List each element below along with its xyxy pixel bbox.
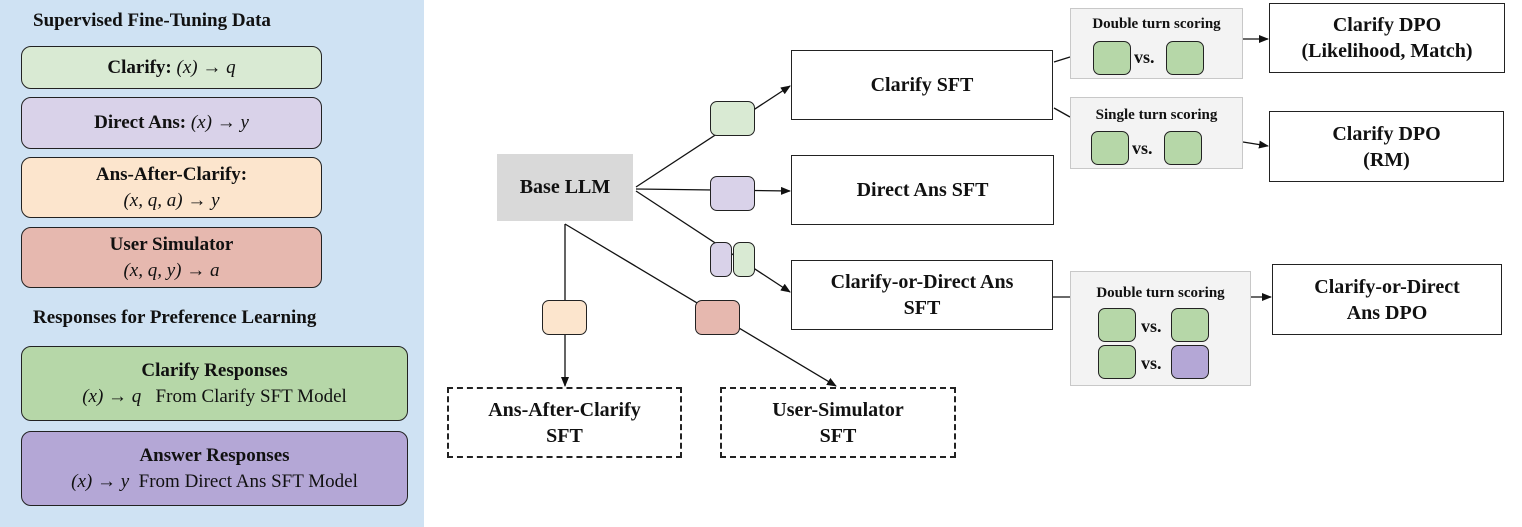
user-simulator-data-chip (695, 300, 740, 335)
clarify-response-chip (1164, 131, 1202, 165)
clarify-or-direct-sft-node: Clarify-or-Direct Ans SFT (791, 260, 1053, 330)
clarify-dpo-likelihood-label-2: (Likelihood, Match) (1301, 40, 1473, 62)
clarify-or-direct-sft-label-1: Clarify-or-Direct Ans (830, 271, 1014, 293)
direct-ans-data-label: Direct Ans: (94, 112, 187, 134)
clarify-dpo-likelihood-label-1: Clarify DPO (1332, 14, 1442, 36)
vs-label: vs. (1134, 47, 1155, 67)
answer-responses-pill: Answer Responses (x) → y From Direct Ans… (21, 431, 408, 506)
clarify-data-chip-small (733, 242, 755, 277)
clarify-dpo-likelihood-node: Clarify DPO (Likelihood, Match) (1269, 3, 1505, 73)
base-llm-node: Base LLM (497, 154, 633, 221)
preference-responses-heading: Responses for Preference Learning (33, 307, 317, 328)
ans-after-clarify-sft-label-1: Ans-After-Clarify (488, 398, 641, 421)
legend-panel: Supervised Fine-Tuning Data Clarify: (x)… (0, 0, 424, 527)
clarify-responses-source: From Clarify SFT Model (155, 385, 347, 407)
answer-responses-formula: (x) → y (71, 470, 130, 492)
clarify-response-chip (1166, 41, 1204, 75)
vs-label: vs. (1132, 138, 1153, 158)
clarify-or-direct-dpo-label-2: Ans DPO (1346, 301, 1428, 324)
vs-label: vs. (1141, 316, 1162, 336)
double-turn-scoring-bottom: Double turn scoring vs. vs. (1070, 271, 1251, 386)
single-turn-scoring: Single turn scoring vs. (1070, 97, 1243, 169)
direct-ans-data-chip-small (710, 242, 732, 277)
user-simulator-data-formula: (x, q, y) → a (123, 259, 220, 281)
ans-after-clarify-data-formula: (x, q, a) → y (123, 189, 220, 211)
direct-ans-sft-node: Direct Ans SFT (791, 155, 1054, 225)
clarify-responses-pill: Clarify Responses (x) → q From Clarify S… (21, 346, 408, 421)
double-turn-scoring-top: Double turn scoring vs. (1070, 8, 1243, 79)
double-turn-scoring-bottom-title: Double turn scoring (1096, 285, 1225, 301)
single-turn-scoring-title: Single turn scoring (1095, 107, 1218, 123)
clarify-or-direct-dpo-label-1: Clarify-or-Direct (1314, 275, 1460, 298)
user-simulator-sft-node: User-Simulator SFT (720, 387, 956, 458)
double-turn-scoring-top-title: Double turn scoring (1092, 16, 1221, 32)
direct-ans-sft-label: Direct Ans SFT (856, 179, 989, 201)
ans-after-clarify-data-chip (542, 300, 587, 335)
edge-clarify-sft-to-double-scoring (1053, 56, 1071, 63)
clarify-or-direct-sft-label-2: SFT (903, 297, 941, 319)
user-simulator-data-label: User Simulator (109, 233, 234, 255)
clarify-response-chip (1171, 308, 1209, 342)
edge-base-to-clarify-sft (635, 85, 791, 188)
answer-responses-source: From Direct Ans SFT Model (138, 470, 358, 492)
edge-base-to-cod-sft (635, 190, 791, 293)
clarify-dpo-rm-node: Clarify DPO (RM) (1269, 111, 1504, 182)
clarify-response-chip (1091, 131, 1129, 165)
user-simulator-sft-label-1: User-Simulator (772, 398, 904, 421)
clarify-data-pill: Clarify: (x) → q (21, 46, 322, 89)
clarify-data-label: Clarify: (107, 56, 172, 78)
clarify-response-chip (1098, 345, 1136, 379)
clarify-responses-label: Clarify Responses (141, 359, 288, 381)
clarify-sft-label: Clarify SFT (870, 74, 974, 96)
direct-ans-data-pill: Direct Ans: (x) → y (21, 97, 322, 149)
ans-after-clarify-data-label: Ans-After-Clarify: (95, 163, 248, 185)
clarify-data-chip (710, 101, 755, 136)
user-simulator-data-pill: User Simulator (x, q, y) → a (21, 227, 322, 288)
clarify-response-chip (1093, 41, 1131, 75)
clarify-response-chip (1098, 308, 1136, 342)
direct-ans-data-formula: (x) → y (190, 112, 249, 134)
clarify-data-formula: (x) → q (176, 56, 236, 78)
clarify-responses-formula: (x) → q (82, 385, 142, 407)
vs-label: vs. (1141, 353, 1162, 373)
ans-after-clarify-sft-node: Ans-After-Clarify SFT (447, 387, 682, 458)
user-simulator-sft-label-2: SFT (819, 424, 857, 447)
clarify-sft-node: Clarify SFT (791, 50, 1053, 120)
edge-clarify-sft-to-single-scoring (1053, 107, 1071, 118)
answer-responses-label: Answer Responses (139, 444, 290, 466)
clarify-dpo-rm-label-2: (RM) (1363, 148, 1410, 171)
ans-after-clarify-data-pill: Ans-After-Clarify: (x, q, a) → y (21, 157, 322, 218)
clarify-dpo-rm-label-1: Clarify DPO (1332, 122, 1441, 145)
edge-single-scoring-to-dpo-rm (1242, 140, 1269, 149)
clarify-or-direct-dpo-node: Clarify-or-Direct Ans DPO (1272, 264, 1502, 335)
sft-data-heading: Supervised Fine-Tuning Data (33, 10, 271, 31)
ans-after-clarify-sft-label-2: SFT (546, 424, 583, 447)
direct-ans-data-chip (710, 176, 755, 211)
answer-response-chip (1171, 345, 1209, 379)
